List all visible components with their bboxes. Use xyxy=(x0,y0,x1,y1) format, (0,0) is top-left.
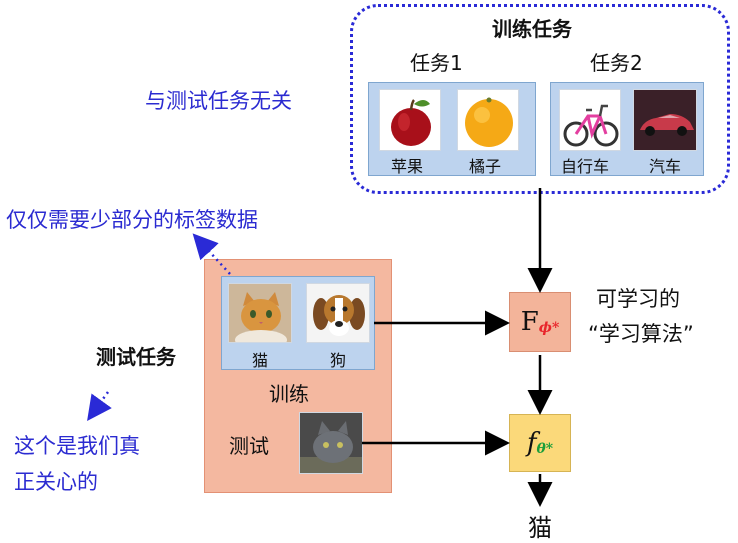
task1-item-apple: 苹果 xyxy=(391,157,424,176)
task1-label: 任务1 xyxy=(410,51,463,75)
orange-image xyxy=(457,89,519,151)
output-label: 猫 xyxy=(528,514,552,542)
learner-subscript: ϕ* xyxy=(538,320,560,336)
task2-item-car: 汽车 xyxy=(649,157,682,176)
model-subscript: θ* xyxy=(536,441,554,457)
dog-image xyxy=(306,283,370,343)
task2-label: 任务2 xyxy=(590,51,643,75)
cat-image xyxy=(228,283,292,343)
pointer-few-labels xyxy=(192,233,231,275)
car-image xyxy=(633,89,697,151)
model-box: f θ* xyxy=(509,414,571,472)
pointer-care xyxy=(87,391,112,422)
learnable-line1: 可学习的 xyxy=(596,287,680,311)
model-symbol: f xyxy=(526,428,537,458)
task2-panel: 自行车 汽车 xyxy=(550,82,704,176)
note-care-line2: 正关心的 xyxy=(14,470,98,494)
test-task-box: 猫 狗 训练 测试 xyxy=(204,259,392,493)
note-care-line1: 这个是我们真 xyxy=(14,434,140,458)
learnable-line2: “学习算法” xyxy=(588,322,694,346)
task1-panel: 苹果 橘子 xyxy=(368,82,536,176)
query-label: 测试 xyxy=(229,434,269,458)
learner-box: F ϕ* xyxy=(509,292,571,352)
support-item-cat: 猫 xyxy=(252,351,269,370)
support-item-dog: 狗 xyxy=(330,351,347,370)
task1-item-orange: 橘子 xyxy=(469,157,502,176)
note-unrelated: 与测试任务无关 xyxy=(145,89,292,113)
test-task-title: 测试任务 xyxy=(96,345,176,369)
support-set-label: 训练 xyxy=(269,382,309,406)
learner-symbol: F xyxy=(520,307,539,337)
task2-item-bicycle: 自行车 xyxy=(561,157,610,176)
training-tasks-title: 训练任务 xyxy=(492,17,572,41)
bicycle-image xyxy=(559,89,621,151)
query-cat-image xyxy=(299,412,363,474)
support-set-panel: 猫 狗 xyxy=(221,276,375,370)
apple-image xyxy=(379,89,441,151)
note-few-labels: 仅仅需要少部分的标签数据 xyxy=(6,208,258,232)
